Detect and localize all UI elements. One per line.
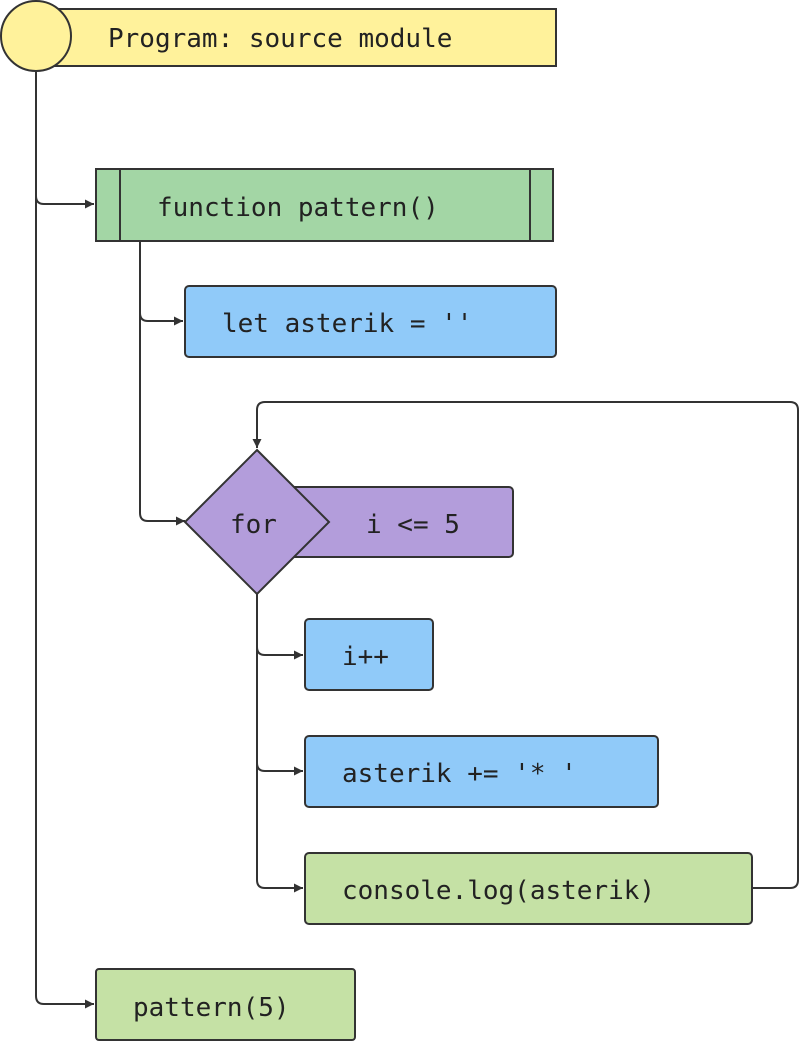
edge-function-to-declaration (139, 241, 183, 326)
increment-box (304, 618, 434, 691)
call-label: pattern(5) (133, 993, 290, 1023)
program-label: Program: source module (108, 24, 452, 54)
declaration-label: let asterik = '' (222, 309, 472, 339)
edge-loop-to-append (256, 647, 303, 776)
append-box (304, 735, 659, 808)
edge-loop-to-log (256, 763, 303, 893)
increment-node: i++ (304, 618, 434, 691)
increment-label: i++ (342, 642, 389, 672)
start-circle (0, 0, 72, 72)
function-node: function pattern() (95, 168, 554, 242)
edge-program-to-call (35, 196, 94, 1009)
edge-loop-to-increment (256, 594, 303, 660)
loop-keyword: for (230, 510, 277, 540)
edge-program-to-function (35, 72, 94, 209)
declaration-node: let asterik = '' (184, 285, 557, 358)
call-box (95, 968, 356, 1041)
log-label: console.log(asterik) (342, 876, 655, 906)
loop-condition-label: i <= 5 (366, 510, 460, 540)
log-node: console.log(asterik) (304, 852, 753, 925)
append-node: asterik += '* ' (304, 735, 659, 808)
log-box (304, 852, 753, 925)
declaration-box (184, 285, 557, 358)
function-box (95, 168, 554, 242)
loop-node: for i <= 5 (183, 448, 514, 596)
program-node: Program: source module (0, 0, 557, 72)
edge-function-to-loop (139, 313, 185, 526)
append-label: asterik += '* ' (342, 759, 577, 789)
loop-diamond (183, 448, 331, 596)
function-label: function pattern() (157, 193, 439, 223)
call-node: pattern(5) (95, 968, 356, 1041)
edge-loop-back (252, 401, 799, 889)
connectors (35, 72, 799, 1009)
